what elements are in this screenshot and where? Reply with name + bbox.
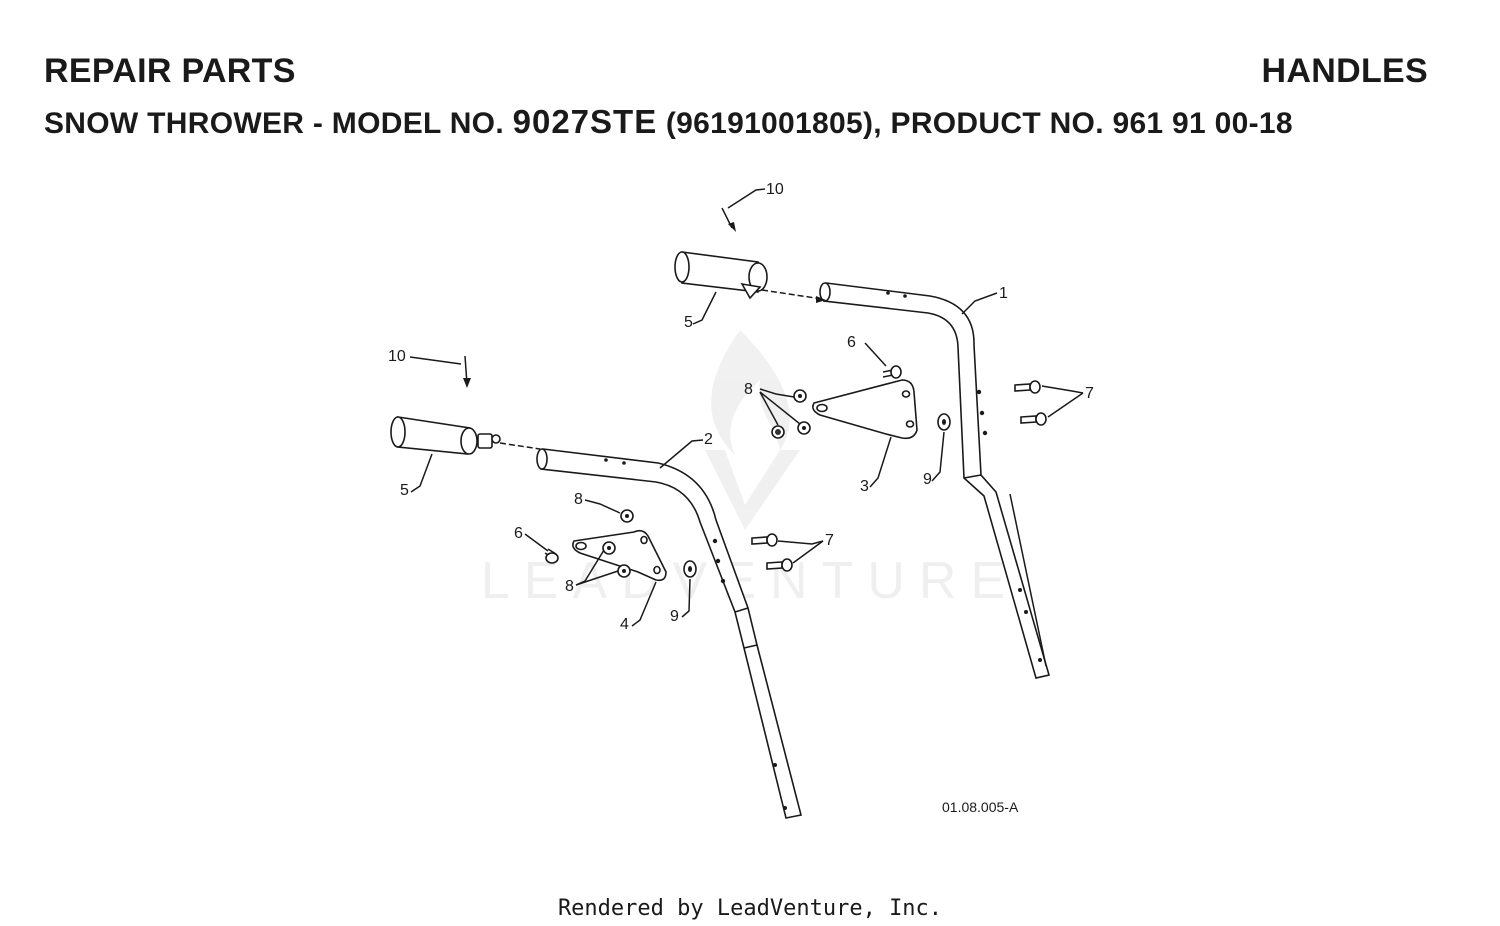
callout-3: 3 [860, 478, 869, 495]
lower-locknuts [602, 509, 634, 578]
footer-credit: Rendered by LeadVenture, Inc. [557, 896, 943, 921]
page-title: REPAIR PARTS [44, 52, 296, 90]
callout-8-lower-b: 8 [565, 578, 574, 595]
lower-retaining-pin [463, 355, 471, 388]
leader-lines [409, 188, 1084, 627]
upper-washer [937, 413, 951, 431]
upper-carriage-bolt [882, 365, 902, 379]
watermark-logo [705, 330, 800, 530]
callout-4: 4 [620, 616, 629, 633]
watermark-text: LEADVENTURE [481, 552, 1019, 610]
lower-handle-grip [390, 416, 541, 455]
callout-10-lower: 10 [388, 348, 406, 365]
callout-6-upper: 6 [847, 334, 856, 351]
callout-10-upper: 10 [766, 181, 784, 198]
callout-5-lower: 5 [400, 482, 409, 499]
lower-hex-bolts [751, 533, 793, 572]
upper-handle-tube [819, 282, 1051, 679]
subtitle-prefix: SNOW THROWER - MODEL NO. [44, 107, 504, 140]
callout-7-upper: 7 [1085, 385, 1094, 402]
callout-9-upper: 9 [923, 471, 932, 488]
callout-1: 1 [999, 285, 1008, 302]
subtitle-suffix: (96191001805), PRODUCT NO. 961 91 00-18 [665, 107, 1293, 140]
callout-6-lower: 6 [514, 525, 523, 542]
lower-washer [683, 560, 697, 578]
lower-carriage-bolt [544, 548, 559, 564]
model-number: 9027STE [512, 103, 658, 140]
callout-8-lower-a: 8 [574, 491, 583, 508]
upper-locknuts [771, 389, 811, 439]
callout-7-lower: 7 [825, 532, 834, 549]
upper-handle-grip [674, 251, 826, 303]
upper-mounting-bracket [812, 379, 918, 440]
upper-retaining-pin [721, 207, 736, 232]
lower-mounting-bracket [572, 529, 667, 582]
model-subtitle: SNOW THROWER - MODEL NO. 9027STE (961910… [44, 103, 1293, 141]
callout-2: 2 [704, 431, 713, 448]
upper-hex-bolts [1014, 380, 1047, 426]
lower-handle-tube [536, 448, 802, 819]
section-title: HANDLES [1261, 52, 1428, 90]
callout-8-upper: 8 [744, 381, 753, 398]
callout-9-lower: 9 [670, 608, 679, 625]
callout-5-upper: 5 [684, 314, 693, 331]
drawing-reference: 01.08.005-A [942, 799, 1019, 815]
